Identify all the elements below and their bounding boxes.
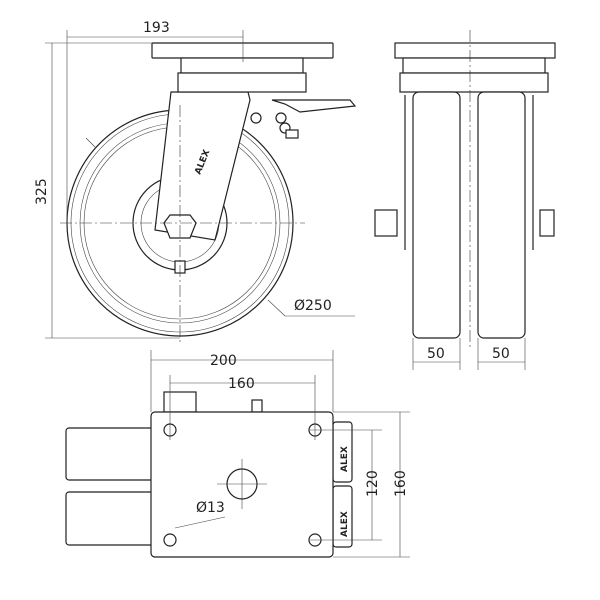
tread-label-1: ALEX <box>340 446 350 472</box>
mount-hole <box>163 533 177 547</box>
dim-hole-diameter: Ø13 <box>196 500 225 516</box>
wheel-front-2 <box>477 91 526 339</box>
front-top-plate <box>394 42 556 59</box>
top-view: 200 160 120 160 Ø13 ALEX ALEX <box>65 350 410 558</box>
brake-pedal <box>271 99 357 113</box>
front-axle-nut-left <box>374 209 398 237</box>
kingpin-nut <box>163 391 197 413</box>
top-plate <box>151 42 334 59</box>
dim-wheel-width-2: 50 <box>492 346 510 362</box>
wheel-top-2 <box>65 491 157 546</box>
tread-label-2: ALEX <box>340 511 350 537</box>
dim-325: 325 <box>34 178 50 205</box>
dim-193: 193 <box>143 20 170 36</box>
dim-160-horizontal: 160 <box>228 376 255 392</box>
dim-wheel-diameter: Ø250 <box>294 298 332 314</box>
swivel-block <box>177 72 307 93</box>
wheel-top-1 <box>65 427 157 481</box>
dim-120: 120 <box>365 470 381 497</box>
side-view: 193 325 Ø250 ALEX <box>34 20 357 345</box>
front-view: 50 50 <box>374 30 556 370</box>
dim-160-vertical: 160 <box>393 470 409 497</box>
wheel-front-1 <box>412 91 461 339</box>
swivel-ring <box>180 57 304 74</box>
dim-wheel-width-1: 50 <box>427 346 445 362</box>
dim-200: 200 <box>210 353 237 369</box>
